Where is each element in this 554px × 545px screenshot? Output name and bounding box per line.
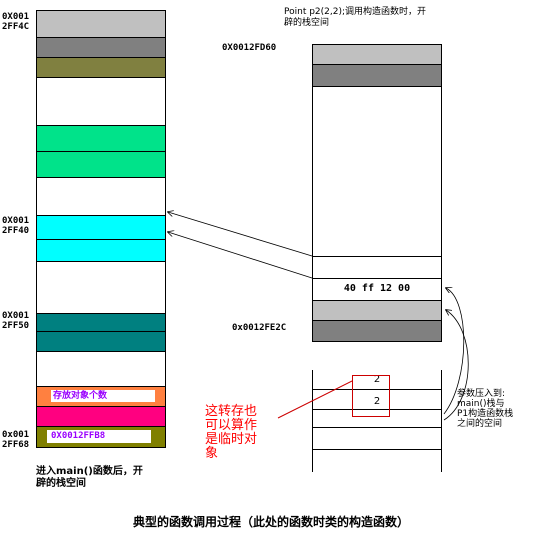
stack-cell-magenta (37, 407, 165, 427)
stack-cell-param: 2 (313, 370, 441, 390)
stack-cell-empty (37, 178, 165, 216)
temporary-object-note: 这转存也 可以算作 是临时对 象 (205, 405, 257, 461)
return-arrow (168, 232, 313, 279)
stack-cell-param: 2 (313, 390, 441, 410)
address-line: 0X001 (2, 311, 30, 321)
address-line: 0X001 (2, 216, 30, 226)
param-arrow (443, 310, 469, 421)
note-line: P1构造函数栈 (457, 409, 514, 419)
object-count-label: 存放对象个数 (51, 390, 155, 402)
this-pointer-value: 40 ff 12 00 (343, 283, 411, 294)
pointer-value: 0X0012FFB8 (47, 430, 151, 443)
stack-cell-darkgray (313, 321, 441, 341)
constructor-stack-caption: Point p2(2,2);调用构造函数时，开 辟的栈空间 (284, 7, 426, 29)
caption-line: 辟的栈空间 (284, 18, 330, 28)
caption-line: 辟的栈空间 (36, 478, 86, 489)
address-12fe2c: 0x0012FE2C (232, 323, 287, 333)
note-line: 象 (205, 446, 219, 461)
diagram-title: 典型的函数调用过程（此处的函数时类的构造函数） (133, 515, 410, 529)
param-value: 2 (373, 374, 381, 385)
note-line: 这转存也 (205, 404, 258, 419)
address-line: 2FF68 (2, 440, 30, 450)
note-line: 参数压入到: (457, 389, 506, 399)
address-line: 0X001 (2, 12, 30, 22)
main-stack-frame: 存放对象个数 0X0012FFB8 (36, 10, 166, 448)
constructor-stack-frame: 40 ff 12 00 (312, 44, 442, 342)
address-2ff50: 0X001 2FF50 (2, 311, 29, 331)
stack-cell-empty (37, 262, 165, 314)
stack-cell-empty (313, 428, 441, 450)
stack-cell-darkgray (313, 65, 441, 87)
param-value: 2 (373, 396, 381, 407)
caption-line: 进入main()函数后，开 (36, 466, 143, 477)
return-arrow (168, 212, 313, 257)
note-line: 可以算作 (205, 418, 258, 433)
stack-cell-gray (313, 45, 441, 65)
param-highlight-box (352, 375, 390, 417)
stack-cell-object-count: 存放对象个数 (37, 387, 165, 407)
stack-cell-teal (37, 332, 165, 352)
stack-cell-gray (37, 11, 165, 38)
note-line: main()栈与 (457, 399, 505, 409)
note-line: 是临时对 (205, 432, 258, 447)
address-line: 2FF4C (2, 22, 30, 32)
stack-cell-darkgray (37, 38, 165, 58)
stack-cell-pointer: 0X0012FFB8 (37, 427, 165, 447)
stack-cell-olive (37, 58, 165, 78)
stack-cell-empty (313, 410, 441, 428)
parameter-stack: 2 2 (312, 370, 442, 472)
main-stack-caption: 进入main()函数后，开 辟的栈空间 (36, 466, 143, 490)
temp-note-pointer (277, 380, 353, 419)
address-line: 2FF50 (2, 321, 30, 331)
address-12fd60: 0X0012FD60 (222, 43, 277, 53)
stack-cell-green (37, 152, 165, 178)
stack-cell-gray (313, 301, 441, 321)
caption-line: Point p2(2,2);调用构造函数时，开 (284, 7, 427, 17)
address-2ff40: 0X001 2FF40 (2, 216, 29, 236)
stack-cell-green (37, 126, 165, 152)
stack-cell-empty (37, 352, 165, 387)
param-arrow (443, 288, 465, 415)
note-line: 之间的空间 (457, 419, 503, 429)
stack-cell-teal (37, 314, 165, 332)
stack-cell-empty (37, 78, 165, 126)
stack-cell-empty (313, 257, 441, 279)
address-line: 2FF40 (2, 226, 30, 236)
stack-cell-this-pointer: 40 ff 12 00 (313, 279, 441, 301)
stack-cell-cyan (37, 216, 165, 240)
address-2ff68: 0x001 2FF68 (2, 430, 29, 450)
address-2ff4c: 0X001 2FF4C (2, 12, 29, 32)
parameter-note: 参数压入到: main()栈与 P1构造函数栈 之间的空间 (457, 389, 513, 429)
stack-cell-cyan (37, 240, 165, 262)
stack-cell-empty (313, 87, 441, 257)
address-line: 0x001 (2, 430, 30, 440)
